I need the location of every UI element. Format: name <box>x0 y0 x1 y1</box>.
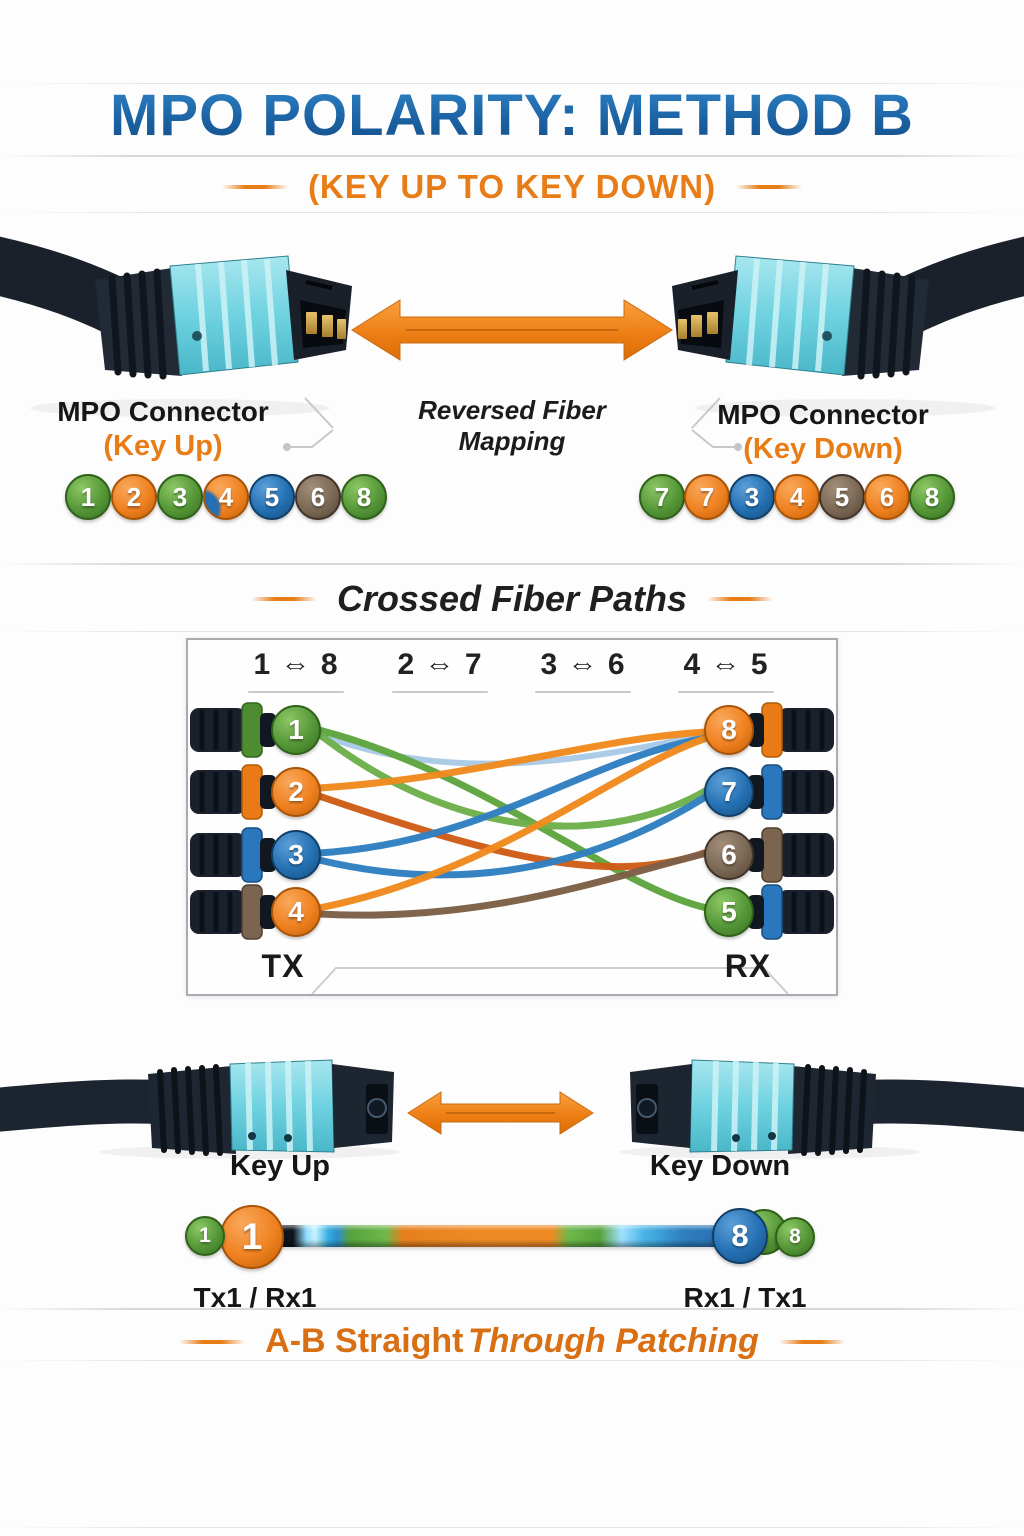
cord-pin-8-small: 8 <box>775 1217 815 1257</box>
right-dash <box>707 597 774 601</box>
pair-3-6: 3 ⇔ 6 <box>540 648 626 681</box>
key-down-connector-photo <box>630 1059 1024 1156</box>
pair-1-8: 1 ⇔ 8 <box>253 648 339 681</box>
keyup-pin-6: 6 <box>295 474 341 520</box>
rx-stub-8 <box>748 702 834 758</box>
cord-pin-1-small: 1 <box>185 1216 225 1256</box>
keyup-pin-2: 2 <box>111 474 157 520</box>
divider <box>0 1527 1024 1528</box>
pair-underline <box>248 691 344 693</box>
key-up-connector-photo <box>0 1059 394 1156</box>
reversed-mapping-arrow <box>351 299 673 361</box>
tx-label: TX <box>261 948 305 984</box>
left-dash <box>179 1339 246 1344</box>
patch-arrow <box>407 1091 594 1135</box>
tx-node-1: 1 <box>271 705 321 755</box>
left-dash <box>250 597 317 601</box>
keyup-pin-4: 4 <box>203 474 249 520</box>
crossed-paths-art <box>190 702 834 995</box>
divider <box>0 1360 1024 1361</box>
divider <box>0 155 1024 157</box>
subtitle-row: (KEY UP TO KEY DOWN) <box>0 168 1024 206</box>
keyup-pin-3: 3 <box>157 474 203 520</box>
keydown-pin-a: 7 <box>639 474 685 520</box>
tx-node-2: 2 <box>271 767 321 817</box>
rx1-tx1-caption: Rx1 / Tx1 <box>683 1282 807 1313</box>
footer-heading-row: A-B Straight Through Patching <box>0 1322 1024 1361</box>
footer-heading-italic: Through Patching <box>467 1322 759 1360</box>
left-connector-title: MPO Connector <box>57 396 269 427</box>
page-subtitle: (KEY UP TO KEY DOWN) <box>307 168 717 205</box>
rx-label: RX <box>724 948 772 984</box>
divider <box>0 212 1024 213</box>
divider <box>0 563 1024 565</box>
rx-node-6: 6 <box>704 830 754 880</box>
keydown-pin-f: 6 <box>864 474 910 520</box>
key-down-label: Key Down <box>649 1150 791 1182</box>
mpo-connector-key-up-photo <box>0 236 352 380</box>
keydown-pin-d: 4 <box>774 474 820 520</box>
tx-stub-2 <box>190 764 276 820</box>
key-up-label: Key Up <box>230 1150 330 1182</box>
keydown-pin-c: 3 <box>729 474 775 520</box>
crossed-heading-row: Crossed Fiber Paths <box>0 578 1024 620</box>
right-dash <box>778 1339 845 1344</box>
keydown-pin-b: 7 <box>684 474 730 520</box>
pair-2-7: 2 ⇔ 7 <box>397 648 483 681</box>
rx-node-8: 8 <box>704 705 754 755</box>
cord-pin-1-big: 1 <box>220 1205 284 1269</box>
footer-heading-bold: A-B Straight <box>265 1322 464 1360</box>
rx-node-7: 7 <box>704 767 754 817</box>
pair-underline <box>392 691 488 693</box>
divider <box>0 631 1024 632</box>
tx-stub-1 <box>190 702 276 758</box>
tx1-rx1-caption: Tx1 / Rx1 <box>193 1282 317 1313</box>
left-dash <box>221 185 288 189</box>
caption-callout <box>283 397 742 451</box>
left-connector-subtitle: (Key Up) <box>103 430 223 462</box>
rx-stub-5 <box>748 884 834 940</box>
right-connector-subtitle: (Key Down) <box>743 433 903 465</box>
tx-node-4: 4 <box>271 887 321 937</box>
rx-stub-7 <box>748 764 834 820</box>
keyup-pin-1: 1 <box>65 474 111 520</box>
reversed-mapping-caption: Reversed Fiber Mapping <box>418 395 606 456</box>
rx-stub-6 <box>748 827 834 883</box>
crossed-heading: Crossed Fiber Paths <box>336 578 688 619</box>
cord-pin-8-big: 8 <box>712 1208 768 1264</box>
mpo-connector-key-down-photo <box>672 236 1024 380</box>
rx-node-5: 5 <box>704 887 754 937</box>
divider <box>0 1308 1024 1310</box>
right-dash <box>736 185 803 189</box>
keydown-pin-g: 8 <box>909 474 955 520</box>
keyup-pin-8: 8 <box>341 474 387 520</box>
right-connector-title: MPO Connector <box>717 399 929 430</box>
tx-stub-4 <box>190 884 276 940</box>
divider <box>0 83 1024 84</box>
keydown-pin-e: 5 <box>819 474 865 520</box>
patch-cord <box>280 1225 718 1247</box>
page-title: MPO POLARITY: METHOD B <box>0 82 1024 149</box>
tx-stub-3 <box>190 827 276 883</box>
box-trapezoid-line <box>311 967 789 995</box>
pair-underline <box>678 691 774 693</box>
tx-node-3: 3 <box>271 830 321 880</box>
pair-4-5: 4 ⇔ 5 <box>683 648 769 681</box>
pair-underline <box>535 691 631 693</box>
keyup-pin-5: 5 <box>249 474 295 520</box>
